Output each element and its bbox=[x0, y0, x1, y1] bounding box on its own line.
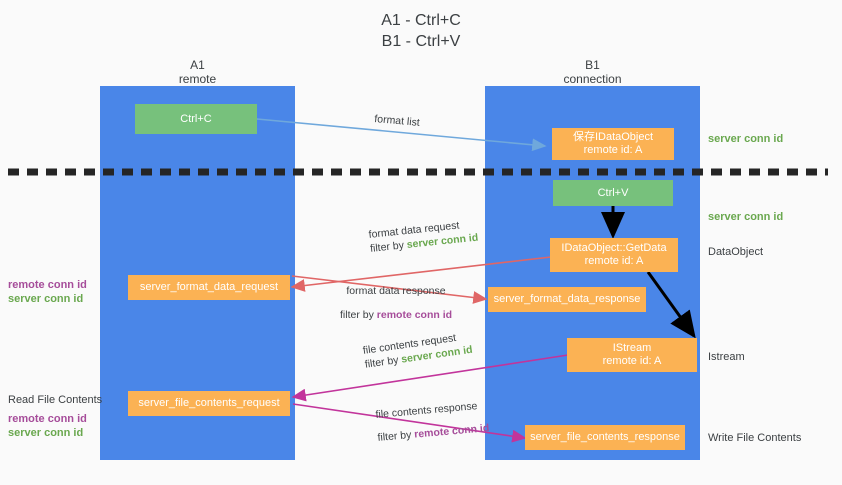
right-label-write-file-contents: Write File Contents bbox=[708, 432, 802, 444]
caption-format-data-response-line2: filter by remote conn id bbox=[340, 308, 452, 322]
left-label-read-file-contents: Read File Contents bbox=[8, 394, 103, 406]
column-header-a1: A1 remote bbox=[100, 58, 295, 86]
column-header-b1-sub: connection bbox=[563, 72, 622, 86]
arrow-format-list bbox=[256, 118, 547, 152]
box-istream-line1: IStream bbox=[612, 342, 652, 354]
box-save-idataobject-line2: remote id: A bbox=[583, 144, 643, 156]
right-label-server-conn-id-second: server conn id bbox=[708, 211, 784, 223]
right-label-istream: Istream bbox=[708, 351, 745, 363]
title-line-1: A1 - Ctrl+C bbox=[381, 12, 461, 29]
box-getdata[interactable]: IDataObject::GetData remote id: A bbox=[550, 238, 678, 272]
caption-format-data-response-filter-value: remote conn id bbox=[376, 309, 453, 321]
caption-format-data-response: format data response filter by remote co… bbox=[340, 284, 452, 322]
column-header-a1-name: A1 bbox=[190, 58, 205, 72]
box-ctrl-c[interactable]: Ctrl+C bbox=[135, 104, 257, 134]
page-title: A1 - Ctrl+C B1 - Ctrl+V bbox=[0, 10, 842, 52]
arrow-file-contents-request bbox=[291, 354, 569, 402]
caption-format-data-response-line1: format data response bbox=[346, 285, 446, 297]
left-label-server-conn-id-2: server conn id bbox=[8, 427, 84, 439]
box-ctrl-v[interactable]: Ctrl+V bbox=[553, 180, 673, 206]
left-label-group-conn-ids-1: remote conn id server conn id bbox=[8, 278, 98, 306]
box-server-file-contents-response-label: server_file_contents_response bbox=[530, 431, 680, 443]
left-label-group-conn-ids-2: remote conn id server conn id bbox=[8, 412, 98, 440]
column-header-b1-name: B1 bbox=[585, 58, 600, 72]
box-server-file-contents-request-label: server_file_contents_request bbox=[138, 397, 280, 409]
arrow-format-data-response bbox=[291, 275, 488, 304]
box-server-format-data-response[interactable]: server_format_data_response bbox=[488, 287, 646, 312]
title-line-2: B1 - Ctrl+V bbox=[381, 33, 461, 50]
box-server-format-data-response-label: server_format_data_response bbox=[493, 293, 641, 305]
box-ctrl-c-label: Ctrl+C bbox=[180, 112, 212, 125]
box-server-format-data-request-label: server_format_data_request bbox=[139, 281, 279, 293]
box-getdata-line2: remote id: A bbox=[584, 255, 644, 267]
left-label-server-conn-id-1: server conn id bbox=[8, 293, 84, 305]
column-header-a1-sub: remote bbox=[178, 72, 217, 86]
arrow-file-contents-response bbox=[292, 403, 527, 443]
box-save-idataobject-line1: 保存IDataObject bbox=[572, 131, 654, 143]
left-label-remote-conn-id-1: remote conn id bbox=[8, 279, 87, 291]
box-ctrl-v-label: Ctrl+V bbox=[597, 186, 629, 199]
box-istream-line2: remote id: A bbox=[602, 355, 662, 367]
box-istream[interactable]: IStream remote id: A bbox=[567, 338, 697, 372]
arrow-getdata-to-istream bbox=[646, 271, 696, 339]
caption-format-list-text: format list bbox=[373, 112, 421, 129]
left-label-remote-conn-id-2: remote conn id bbox=[8, 413, 87, 425]
right-label-server-conn-id-top: server conn id bbox=[708, 133, 784, 145]
caption-format-data-response-filter-prefix: filter by bbox=[340, 309, 377, 321]
caption-format-data-request-filter-prefix: filter by bbox=[369, 239, 408, 255]
box-server-file-contents-response[interactable]: server_file_contents_response bbox=[525, 425, 685, 450]
box-save-idataobject[interactable]: 保存IDataObject remote id: A bbox=[552, 128, 674, 160]
box-server-file-contents-request[interactable]: server_file_contents_request bbox=[128, 391, 290, 416]
column-header-b1: B1 connection bbox=[485, 58, 700, 86]
box-server-format-data-request[interactable]: server_format_data_request bbox=[128, 275, 290, 300]
right-label-dataobject: DataObject bbox=[708, 246, 764, 258]
arrow-format-data-request bbox=[290, 256, 552, 292]
caption-file-contents-response-filter-prefix: filter by bbox=[377, 428, 415, 444]
box-getdata-line1: IDataObject::GetData bbox=[561, 242, 667, 254]
